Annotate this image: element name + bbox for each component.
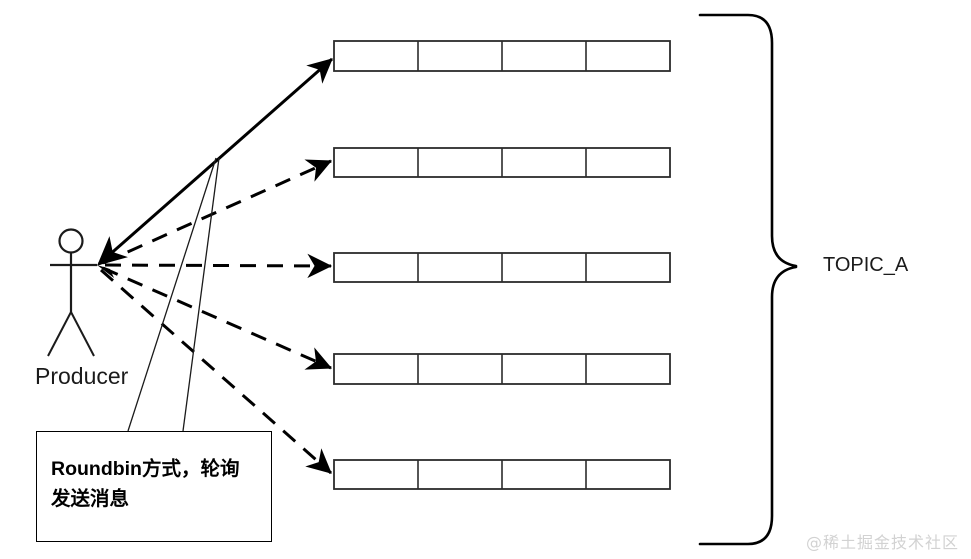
arrow-producer-to-partition-4 — [100, 268, 332, 475]
producer-label: Producer — [35, 363, 129, 389]
note-text-line-1: Roundbin方式，轮询 — [51, 458, 240, 480]
producer-actor-icon — [47, 228, 97, 357]
partition-bar-4[interactable] — [333, 459, 671, 490]
note-leader-lines — [127, 157, 220, 432]
partition-bar-3[interactable] — [333, 353, 671, 385]
arrow-producer-to-partition-1 — [102, 159, 333, 265]
arrow-producer-to-partition-3 — [102, 266, 333, 370]
topic-brace-icon — [698, 13, 798, 546]
arrow-producer-to-partition-2 — [104, 253, 333, 279]
note-text: Roundbin方式，轮询 发送消息 — [51, 454, 265, 514]
partition-bar-1[interactable] — [333, 147, 671, 178]
topic-label: TOPIC_A — [823, 254, 909, 276]
note-box[interactable]: Roundbin方式，轮询 发送消息 — [36, 431, 272, 542]
partition-bar-2[interactable] — [333, 252, 671, 283]
note-text-line-2: 发送消息 — [51, 488, 130, 511]
partition-bar-0[interactable] — [333, 40, 671, 72]
producer-convergence-arrowheads — [97, 252, 114, 278]
watermark: @稀土掘金技术社区 — [805, 533, 959, 552]
